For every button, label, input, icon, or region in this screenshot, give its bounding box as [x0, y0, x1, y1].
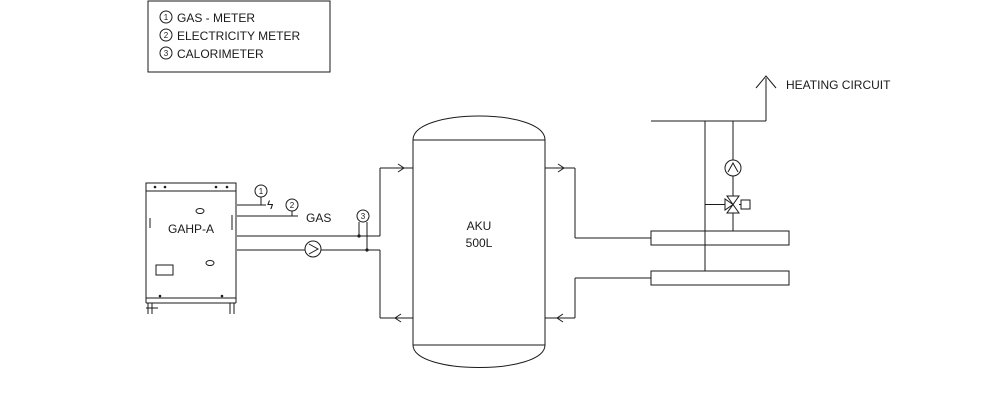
legend-marker-2: [159, 28, 173, 42]
gahp-body: [145, 182, 237, 299]
lightning-icon: ϟ: [267, 198, 274, 212]
legend-marker-3-num: 3: [164, 49, 169, 58]
heating-pump-icon: [724, 159, 742, 177]
gahp-unit: GAHP-A: [145, 182, 237, 314]
legend-item-electricity-meter: ELECTRICITY METER: [177, 29, 300, 43]
meter-1: [254, 184, 268, 198]
gahp-panel: [155, 264, 174, 276]
legend-item-gas-meter: GAS - METER: [177, 11, 255, 25]
return-arrow-right-icon: [556, 313, 564, 323]
legend-marker-1: [159, 10, 173, 24]
gahp-bottom-port: [205, 260, 215, 266]
meter-3: [356, 209, 370, 223]
tank-volume: 500L: [466, 236, 493, 250]
gas-label: GAS: [306, 211, 331, 225]
gahp-label: GAHP-A: [168, 222, 214, 236]
supply-manifold: [650, 230, 790, 246]
meter-3-num: 3: [361, 212, 366, 221]
tank-label: AKU: [467, 219, 492, 233]
legend-marker-1-num: 1: [164, 13, 169, 22]
supply-arrow-icon: [557, 163, 565, 173]
valve-actuator: [740, 199, 751, 210]
legend: 1 GAS - METER 2 ELECTRICITY METER 3 CALO…: [147, 0, 331, 73]
legend-frame: [147, 0, 331, 73]
storage-tank: AKU 500L: [412, 115, 546, 368]
meter-2: [285, 198, 299, 212]
mixing-valve-icon: [726, 195, 740, 206]
legend-marker-3: [159, 46, 173, 60]
flow-arrow-icon: [397, 163, 405, 173]
meter-2-num: 2: [290, 201, 295, 210]
legend-marker-2-num: 2: [164, 31, 169, 40]
return-manifold: [650, 270, 790, 286]
gahp-top-port: [195, 208, 205, 214]
heating-circuit-label: HEATING CIRCUIT: [786, 78, 891, 92]
legend-item-calorimeter: CALORIMETER: [177, 47, 264, 61]
circulation-pump-icon: [304, 240, 322, 258]
meter-1-num: 1: [259, 187, 264, 196]
return-arrow-icon: [394, 313, 402, 323]
heating-arrow-icon: [755, 75, 777, 89]
